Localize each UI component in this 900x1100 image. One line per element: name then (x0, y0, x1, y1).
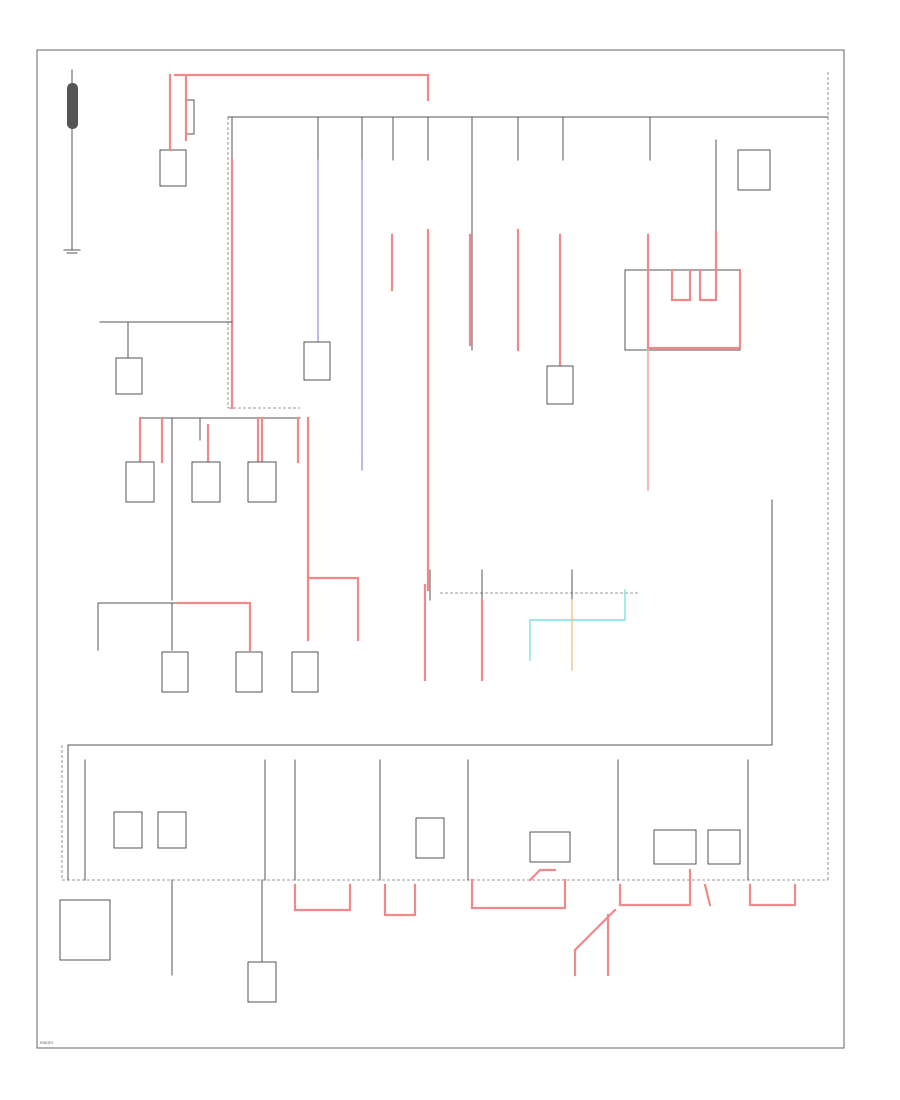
mid-left-components (125, 416, 310, 642)
fuse-branches-top (230, 116, 718, 592)
diagram-frame (36, 49, 845, 1049)
central-switch-network (361, 459, 640, 682)
fan-relay-wires (646, 268, 742, 491)
lower-relays (113, 811, 741, 1003)
lower-red-wiring (293, 868, 797, 977)
generator-element (63, 69, 81, 254)
starter-motor (159, 73, 187, 187)
battery (173, 73, 430, 142)
bottom-left-ground-loop (59, 879, 263, 976)
fan-relay-block (624, 269, 741, 351)
cooling-fan-switch (546, 365, 574, 405)
footer-code: E0NQP4 (40, 1041, 53, 1045)
lower-bus (61, 499, 828, 881)
lower-left-distribution (97, 576, 360, 693)
starter-relay-right (737, 149, 771, 191)
left-branch (99, 321, 233, 395)
ignition-relay (303, 341, 331, 381)
